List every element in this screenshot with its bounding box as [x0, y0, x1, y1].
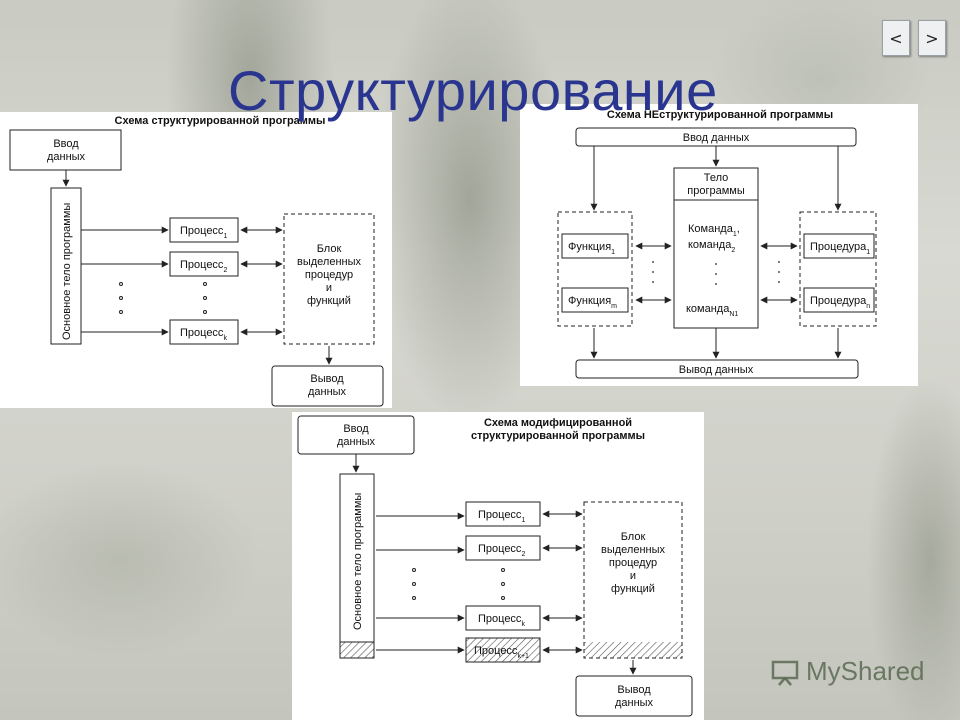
unstructured-scheme-diagram: Схема НЕструктурированной программы Ввод… — [557, 109, 877, 379]
process-1-label: Процесс1 — [478, 509, 525, 524]
procedure-n-box — [803, 287, 875, 313]
block-line-1: Блок — [621, 531, 646, 543]
myshared-logo: MyShared — [770, 656, 925, 687]
output-box — [271, 365, 384, 407]
command-n-label: командаN1 — [686, 303, 738, 318]
function-m-box — [561, 287, 629, 313]
modified-scheme-diagram: Схема модифицированной структурированной… — [297, 415, 693, 717]
procedures-block-extension — [584, 642, 682, 658]
block-line-4: и — [326, 282, 332, 294]
main-body-box — [339, 473, 375, 659]
process-k1-label: Процессk+1 — [474, 645, 529, 660]
program-body-box — [673, 167, 759, 329]
input-box-line-2: данных — [47, 151, 86, 163]
ellipsis-dots — [119, 282, 207, 314]
structured-scheme-panel: Схема структурированной программы Ввод д… — [0, 112, 392, 408]
process-2-box — [169, 251, 239, 277]
process-k-label: Процессk — [478, 613, 525, 628]
block-line-5: функций — [611, 583, 655, 595]
input-box — [9, 129, 122, 171]
block-line-2: выделенных — [297, 256, 362, 268]
modified-scheme-heading-line-2: структурированной программы — [471, 430, 645, 442]
function-1-label: Функция1 — [568, 241, 615, 256]
block-line-5: функций — [307, 295, 351, 307]
input-box-line-1: Ввод — [53, 138, 79, 150]
process-2-label: Процесс2 — [478, 543, 525, 558]
input-bar-label: Ввод данных — [683, 132, 750, 144]
block-line-3: процедур — [305, 269, 353, 281]
output-bar-label: Вывод данных — [679, 364, 754, 376]
function-1-box — [561, 233, 629, 259]
process-1-label: Процесс1 — [180, 225, 227, 240]
process-1-box — [465, 501, 541, 527]
output-box — [575, 675, 693, 717]
input-box — [297, 415, 415, 455]
command-1-label: Команда1, — [688, 223, 740, 238]
block-line-3: процедур — [609, 557, 657, 569]
functions-group — [557, 211, 633, 327]
input-box-line-1: Ввод — [343, 423, 369, 435]
procedures-block — [283, 213, 375, 345]
main-body-label: Основное тело программы — [61, 203, 73, 340]
output-bar — [575, 359, 859, 379]
ellipsis-dots — [412, 568, 505, 600]
program-body-title-2: программы — [687, 185, 745, 197]
next-slide-button[interactable]: > — [918, 20, 946, 56]
modified-scheme-heading-line-1: Схема модифицированной — [484, 417, 632, 429]
program-body-title-1: Тело — [704, 172, 729, 184]
procedures-group — [799, 211, 877, 327]
output-box-line-1: Вывод — [617, 684, 651, 696]
presentation-icon — [771, 660, 799, 686]
procedure-1-box — [803, 233, 875, 259]
unstructured-scheme-heading: Схема НЕструктурированной программы — [607, 109, 833, 121]
modified-scheme-panel: Схема модифицированной структурированной… — [292, 412, 704, 720]
unstructured-scheme-panel: Схема НЕструктурированной программы Ввод… — [520, 104, 918, 386]
command-2-label: команда2 — [688, 239, 735, 254]
process-1-box — [169, 217, 239, 243]
output-box-line-1: Вывод — [310, 373, 344, 385]
command-ellipsis — [715, 263, 717, 285]
process-k-box — [169, 319, 239, 345]
process-k1-box — [465, 637, 541, 663]
myshared-logo-text: MyShared — [806, 656, 925, 686]
procedure-n-label: Процедураn — [810, 295, 870, 310]
prev-slide-button[interactable]: < — [882, 20, 910, 56]
process-2-box — [465, 535, 541, 561]
slide-title: Структурирование — [228, 59, 718, 122]
process-2-label: Процесс2 — [180, 259, 227, 274]
process-k-box — [465, 605, 541, 631]
main-body-box — [50, 187, 82, 345]
process-k-label: Процессk — [180, 327, 227, 342]
side-ellipsis — [652, 261, 780, 283]
block-line-1: Блок — [317, 243, 342, 255]
output-box-line-2: данных — [308, 386, 347, 398]
main-body-label: Основное тело программы — [352, 493, 364, 630]
main-body-extension — [339, 641, 375, 659]
function-m-label: Функцияm — [568, 295, 617, 310]
structured-scheme-heading: Схема структурированной программы — [115, 115, 326, 127]
block-line-4: и — [630, 570, 636, 582]
output-box-line-2: данных — [615, 697, 654, 709]
procedure-1-label: Процедура1 — [810, 241, 870, 256]
block-line-2: выделенных — [601, 544, 666, 556]
structured-scheme-diagram: Схема структурированной программы Ввод д… — [9, 115, 384, 407]
input-box-line-2: данных — [337, 436, 376, 448]
